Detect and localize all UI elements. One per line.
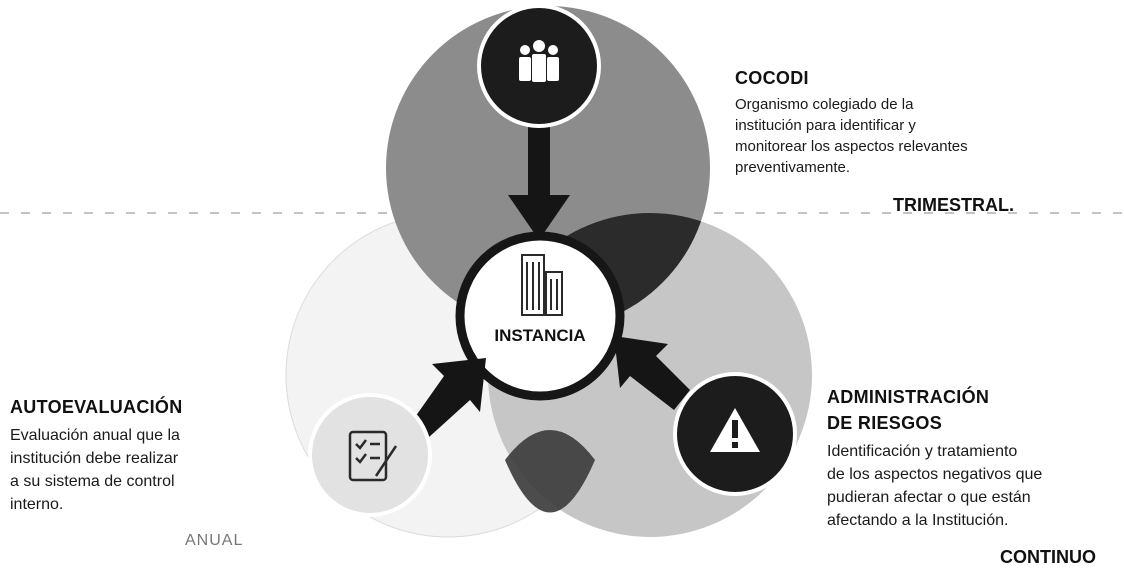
riesgos-title: ADMINISTRACIÓN DE RIESGOS xyxy=(827,387,990,433)
overlap-lower-lens xyxy=(505,430,595,513)
autoevaluacion-title: AUTOEVALUACIÓN xyxy=(10,397,183,417)
arrow-right xyxy=(614,336,690,410)
autoevaluacion-frequency: ANUAL xyxy=(185,532,244,549)
buildings-icon xyxy=(521,254,563,316)
arrow-left xyxy=(413,358,486,438)
riesgos-frequency: CONTINUO xyxy=(1000,547,1096,567)
center-label: INSTANCIA xyxy=(494,326,586,345)
riesgos-description: Identificación y tratamiento de los aspe… xyxy=(827,443,1043,529)
cocodi-description: Organismo colegiado de la institución pa… xyxy=(735,96,968,176)
autoevaluacion-icon-circle xyxy=(308,393,432,517)
autoevaluacion-description: Evaluación anual que la institución debe… xyxy=(10,427,180,513)
cocodi-frequency: TRIMESTRAL. xyxy=(893,195,1014,215)
cocodi-title: COCODI xyxy=(735,68,809,88)
checklist-icon xyxy=(348,430,398,482)
arrow-top xyxy=(508,112,570,240)
people-group-icon xyxy=(519,40,559,82)
warning-triangle-icon xyxy=(710,408,760,452)
